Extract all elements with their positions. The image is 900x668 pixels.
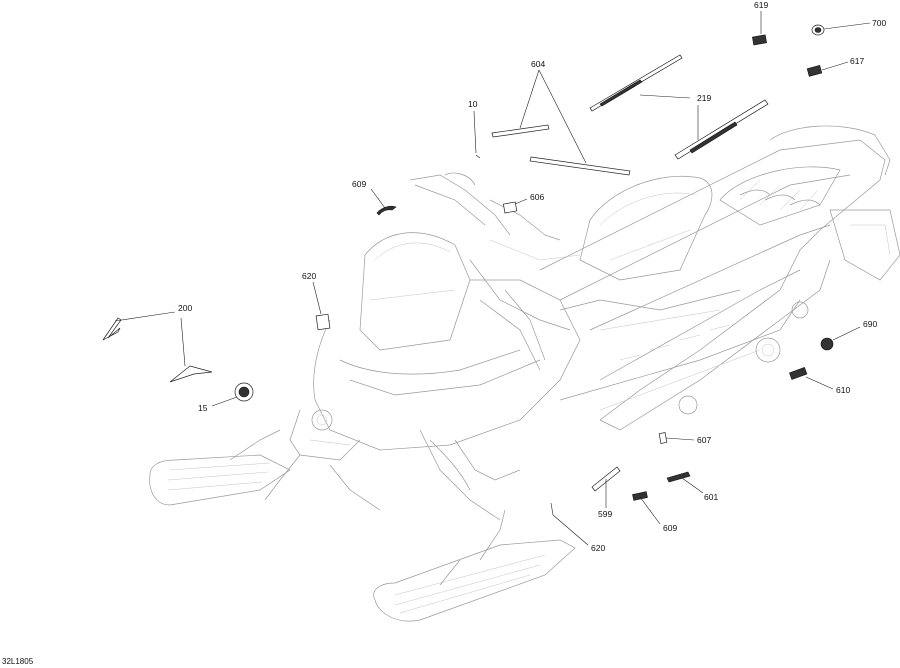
decal-620-upper — [315, 313, 331, 331]
decal-617 — [806, 64, 823, 77]
decal-200-lower — [169, 365, 213, 383]
decal-601 — [666, 471, 691, 483]
callout-599: 599 — [598, 509, 612, 519]
decal-219-lower — [674, 99, 769, 160]
callout-200: 200 — [178, 303, 192, 313]
callout-610: 610 — [836, 385, 850, 395]
callout-619: 619 — [754, 0, 768, 10]
decal-604-upper — [491, 124, 550, 138]
callout-700: 700 — [872, 18, 886, 28]
callout-609-upper: 609 — [352, 179, 366, 189]
callout-15: 15 — [198, 403, 208, 413]
decal-610 — [789, 367, 808, 380]
callout-219: 219 — [697, 93, 711, 103]
decal-609-upper — [376, 205, 397, 216]
callout-601: 601 — [704, 492, 718, 502]
decal-606 — [502, 201, 518, 214]
decal-690 — [820, 337, 834, 351]
callout-607: 607 — [697, 435, 711, 445]
decal-619 — [752, 34, 767, 46]
callout-labels: 619 700 617 604 219 10 609 606 620 200 1… — [178, 0, 886, 553]
callout-620-upper: 620 — [302, 271, 316, 281]
decal-604-lower — [529, 156, 631, 176]
leader-lines — [114, 11, 871, 546]
callout-620-lower: 620 — [591, 543, 605, 553]
decal-10 — [475, 154, 481, 159]
callout-617: 617 — [850, 56, 864, 66]
drawing-reference-code: 32L1805 — [2, 657, 34, 666]
decal-200-upper — [102, 317, 122, 341]
decal-607 — [658, 432, 668, 444]
snowmobile-outline — [149, 125, 900, 622]
decal-609-lower — [632, 491, 648, 501]
callout-606: 606 — [530, 192, 544, 202]
callout-690: 690 — [863, 319, 877, 329]
callout-10: 10 — [468, 99, 478, 109]
decal-620-lower — [550, 502, 554, 516]
callout-604: 604 — [531, 59, 545, 69]
decal-parts — [102, 24, 834, 516]
callout-609-lower: 609 — [663, 523, 677, 533]
